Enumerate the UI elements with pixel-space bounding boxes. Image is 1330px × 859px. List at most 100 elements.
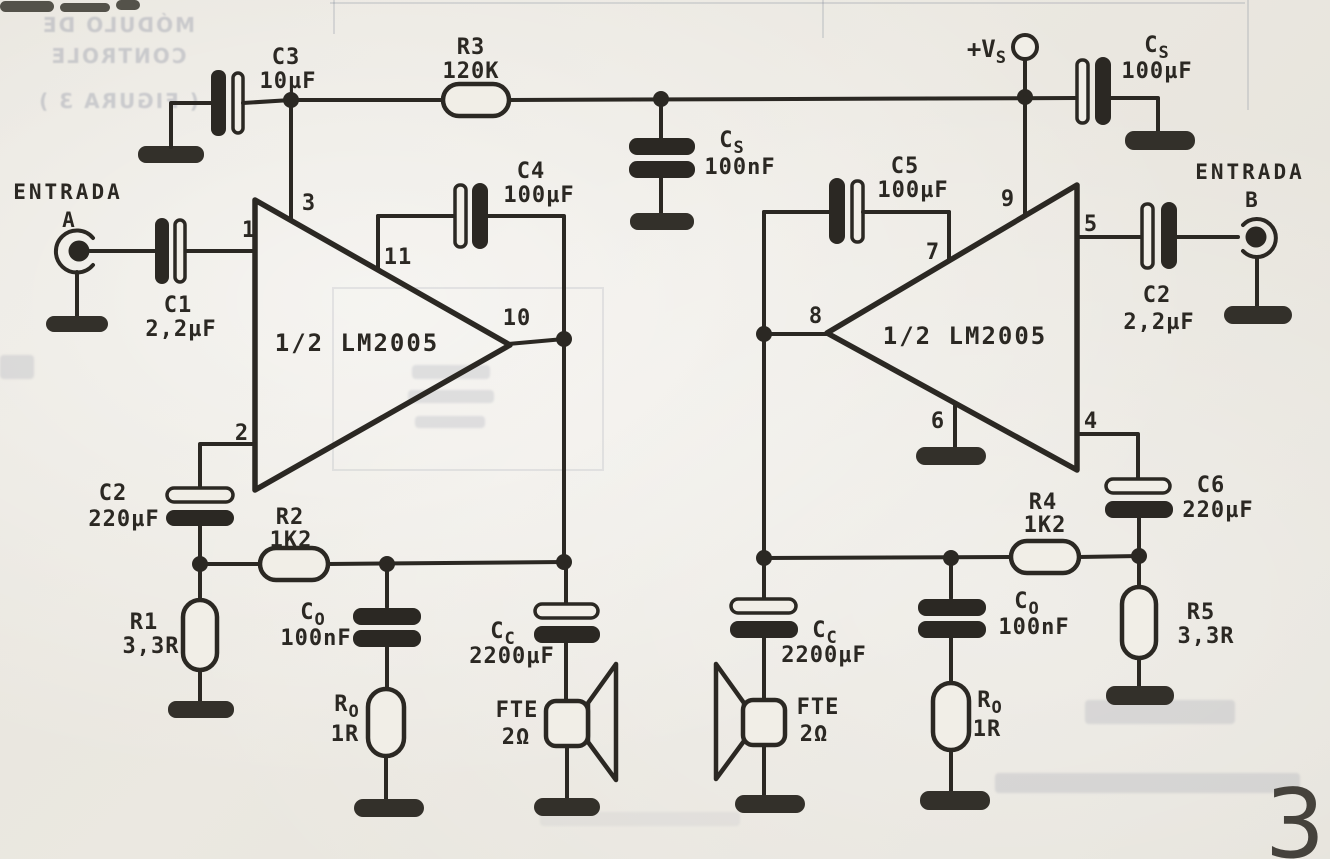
cc-right-value: 2200µF: [781, 643, 866, 668]
co-right-designator: CO: [1014, 589, 1040, 619]
wire: [241, 98, 293, 105]
capacitor-plate-outline: [1140, 202, 1155, 270]
wire: [1077, 554, 1141, 559]
pin-5-label: 5: [1084, 212, 1098, 237]
designator-main: R: [334, 692, 348, 717]
capacitor-plate: [629, 138, 695, 155]
capacitor-plate: [472, 183, 488, 249]
ground-symbol: [920, 791, 990, 810]
cc-left-designator: CC: [490, 619, 516, 649]
opamp-left-label: 1/2 LM2005: [275, 329, 440, 357]
resistor-ro-right: RO 1R: [920, 680, 1003, 810]
r1-value: 3,3R: [123, 634, 180, 659]
c3-value: 10µF: [260, 69, 317, 94]
capacitor-plate-outline: [453, 183, 468, 249]
wire: [1109, 96, 1160, 135]
ground-symbol: [916, 447, 986, 465]
speaker-right: FTE 2Ω: [713, 661, 840, 813]
input-b-title: ENTRADA: [1195, 160, 1305, 184]
resistor-body: [930, 680, 972, 753]
capacitor-c4: C4 100µF: [376, 159, 574, 564]
c2-right-value: 2,2µF: [1123, 310, 1194, 335]
capacitor-c1: C1 2,2µF: [145, 218, 257, 342]
opamp-triangle: [824, 182, 1080, 473]
opamp-right: 1/2 LM2005 9 7 8 6 5 4: [756, 95, 1098, 473]
designator-sub: O: [349, 702, 360, 722]
ground-symbol: [630, 213, 694, 230]
ground-symbol: [138, 146, 204, 163]
capacitor-plate-outline: [533, 602, 600, 620]
pin-8-label: 8: [809, 304, 823, 329]
capacitor-plate-outline: [729, 597, 798, 615]
pin-2-label: 2: [235, 421, 249, 446]
r2-designator: R2: [276, 505, 305, 530]
right-channel: 1/2 LM2005 9 7 8 6 5 4: [713, 95, 1305, 813]
designator-main: C: [719, 128, 733, 153]
pin-6-label: 6: [931, 409, 945, 434]
supply-label-sub: S: [996, 48, 1006, 68]
capacitor-plate: [829, 178, 845, 244]
designator-sub: O: [1029, 599, 1040, 619]
cs-bypass-designator: CS: [719, 128, 745, 158]
capacitor-plate: [534, 626, 600, 643]
supply-label-main: +V: [967, 35, 996, 63]
capacitor-plate-outline: [173, 218, 187, 284]
wire: [762, 555, 1013, 560]
designator-main: C: [1144, 33, 1158, 58]
r3-value: 120K: [443, 59, 500, 84]
pin-3-label: 3: [302, 191, 316, 216]
cs-supply-value: 100µF: [1121, 59, 1192, 84]
co-left-designator: CO: [300, 600, 326, 630]
resistor-body: [440, 81, 512, 119]
supply-terminal-circle: [1011, 33, 1039, 61]
input-a-title: ENTRADA: [13, 180, 123, 204]
speaker-cone: [713, 661, 747, 782]
fte-left-value: 2Ω: [502, 725, 531, 750]
designator-sub: O: [315, 610, 326, 630]
resistor-body: [365, 686, 407, 759]
wire-output: [506, 337, 566, 346]
c1-value: 2,2µF: [145, 317, 216, 342]
c3-designator: C3: [272, 45, 301, 70]
r5-designator: R5: [1187, 600, 1216, 625]
ground-symbol: [168, 701, 234, 718]
capacitor-plate: [1095, 57, 1111, 125]
fte-right-designator: FTE: [797, 695, 840, 720]
cc-right-designator: CC: [812, 618, 838, 648]
capacitor-co-right: CO 100nF: [918, 550, 1069, 685]
input-a-port: A: [62, 208, 78, 232]
ground-symbol: [1224, 306, 1292, 324]
designator-sub: C: [505, 629, 516, 649]
resistor-body: [180, 597, 220, 673]
speaker-driver: [543, 698, 591, 749]
fte-right-value: 2Ω: [800, 722, 829, 747]
capacitor-co-left: CO 100nF: [280, 556, 421, 692]
designator-main: C: [490, 619, 504, 644]
resistor-r1: R1 3,3R: [123, 562, 234, 718]
cs-bypass-value: 100nF: [704, 155, 775, 180]
designator-sub: O: [992, 698, 1003, 718]
c2-left-value: 220µF: [88, 507, 159, 532]
r5-value: 3,3R: [1178, 624, 1235, 649]
wire: [198, 442, 257, 491]
resistor-ro-left: RO 1R: [331, 686, 424, 817]
designator-main: C: [300, 600, 314, 625]
ground-symbol: [534, 798, 600, 816]
co-left-value: 100nF: [280, 626, 351, 651]
capacitor-plate: [918, 599, 986, 616]
resistor-r2: R2 1K2: [198, 505, 566, 583]
pin-1-label: 1: [242, 218, 256, 243]
c2-left-designator: C2: [99, 481, 128, 506]
designator-sub: C: [827, 628, 838, 648]
c1-designator: C1: [164, 293, 193, 318]
capacitor-plate-outline: [1075, 58, 1090, 125]
resistor-body: [1008, 538, 1082, 576]
rca-connector-ring: [1241, 217, 1278, 259]
ground-symbol: [46, 316, 108, 332]
r1-designator: R1: [130, 610, 159, 635]
power-rail: R3 120K CS 100nF +VS: [289, 33, 1195, 230]
ro-left-designator: RO: [334, 692, 360, 722]
capacitor-plate: [166, 510, 234, 526]
left-channel: ENTRADA A C1 2,2µF: [13, 45, 619, 817]
